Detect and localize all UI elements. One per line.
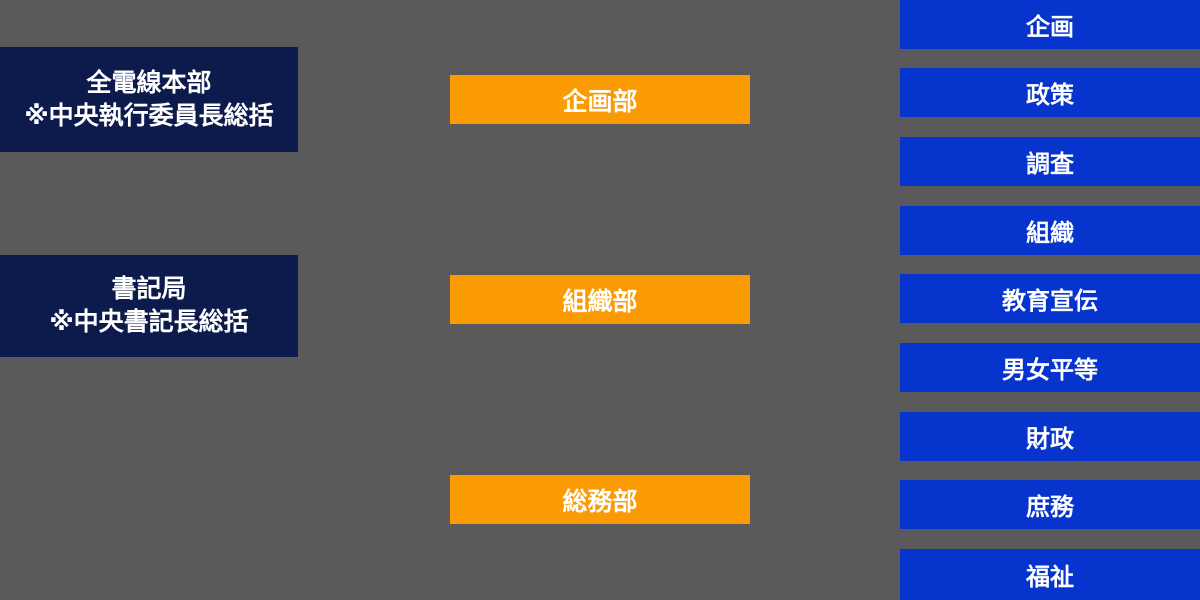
department-label: 企画部 [562,87,638,116]
org-box-department-planning: 企画部 [450,75,750,124]
org-box-section-policy: 政策 [900,68,1200,117]
headquarters-title: 全電線本部 [86,68,212,97]
org-box-section-organization: 組織 [900,206,1200,255]
section-label: 男女平等 [1002,357,1098,384]
org-box-section-finance: 財政 [900,412,1200,461]
section-label: 教育宣伝 [1002,288,1098,315]
org-box-section-welfare: 福祉 [900,549,1200,600]
department-label: 総務部 [562,487,638,516]
org-box-section-gender-equality: 男女平等 [900,343,1200,392]
section-label: 政策 [1026,82,1074,109]
section-label: 財政 [1026,426,1074,453]
headquarters-note: ※中央書記長総括 [49,308,249,336]
org-box-department-organization: 組織部 [450,275,750,324]
org-box-headquarters-zendensen: 全電線本部 ※中央執行委員長総括 [0,47,298,152]
section-label: 組織 [1026,220,1074,247]
section-label: 企画 [1026,14,1074,41]
org-box-headquarters-secretariat: 書記局 ※中央書記長総括 [0,255,298,357]
section-label: 調査 [1026,151,1074,178]
org-box-section-general-duties: 庶務 [900,480,1200,529]
org-box-section-research: 調査 [900,137,1200,186]
org-box-section-education-publicity: 教育宣伝 [900,274,1200,323]
headquarters-title: 書記局 [111,275,187,303]
headquarters-note: ※中央執行委員長総括 [24,101,274,130]
section-label: 福祉 [1026,564,1074,591]
org-box-department-general-affairs: 総務部 [450,475,750,524]
org-box-section-planning: 企画 [900,0,1200,49]
section-label: 庶務 [1026,494,1074,521]
department-label: 組織部 [562,287,638,316]
